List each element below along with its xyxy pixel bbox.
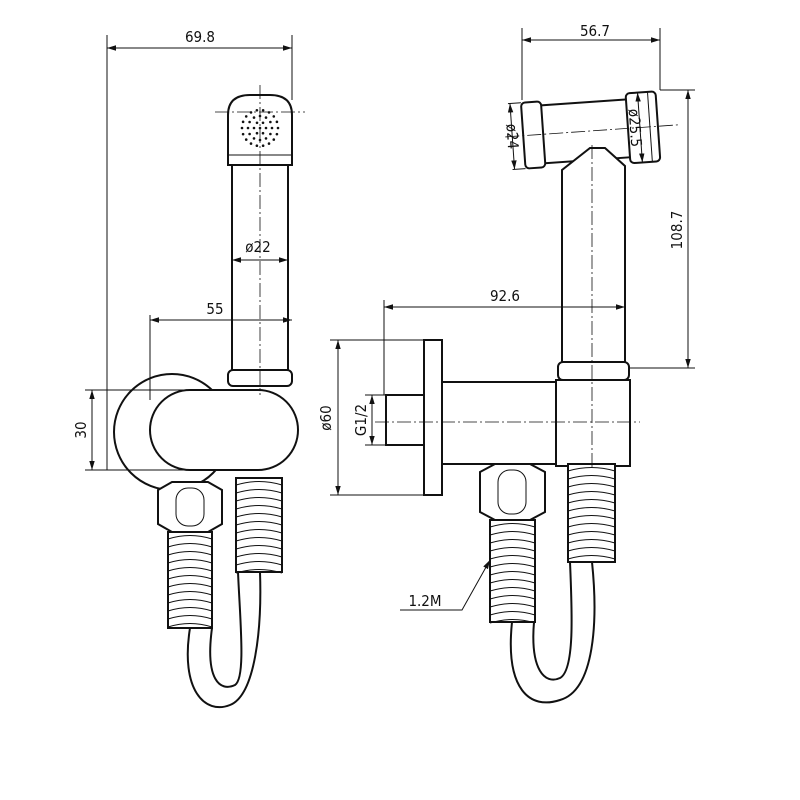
dim-inlet-diameter: ø24: [502, 123, 522, 150]
dim-head-width: 56.7: [580, 22, 610, 40]
front-view: ø24 ø25.5 56.7 108.7 92.6 ø: [317, 22, 695, 704]
dim-thread: G1/2: [352, 404, 370, 436]
dim-overall-width: 69.8: [185, 28, 215, 46]
hose-segment: [235, 477, 283, 574]
valve-arm: [439, 381, 559, 465]
valve-block: [555, 379, 631, 467]
dim-valve-length: 92.6: [490, 287, 520, 305]
hose-loop: [509, 561, 596, 704]
dim-holder-height: 30: [72, 421, 90, 438]
side-view: 69.8 55 ø22 30: [72, 28, 305, 709]
sprayer-head-front: ø24 ø25.5: [502, 90, 680, 170]
dim-sprayer-height: 108.7: [668, 211, 686, 250]
hex-nut: [157, 481, 223, 533]
sprayer-stem: [561, 147, 626, 369]
hose-segment: [567, 463, 616, 563]
hose-segment: [489, 519, 536, 624]
dim-outlet-diameter: ø25.5: [625, 108, 646, 147]
threaded-inlet: [385, 394, 425, 446]
wall-flange: [423, 339, 443, 496]
nozzle-holes: [240, 108, 280, 148]
stem-ring: [557, 361, 630, 381]
dim-hose-length: 1.2M: [408, 592, 441, 610]
dim-flange-diameter: ø60: [317, 405, 335, 430]
hose-segment: [167, 531, 213, 629]
hose-loop: [186, 571, 262, 709]
dim-handle-diameter: ø22: [245, 238, 270, 256]
dim-holder-width: 55: [206, 300, 223, 318]
holder-oval: [149, 389, 299, 471]
hex-nut: [479, 463, 546, 521]
